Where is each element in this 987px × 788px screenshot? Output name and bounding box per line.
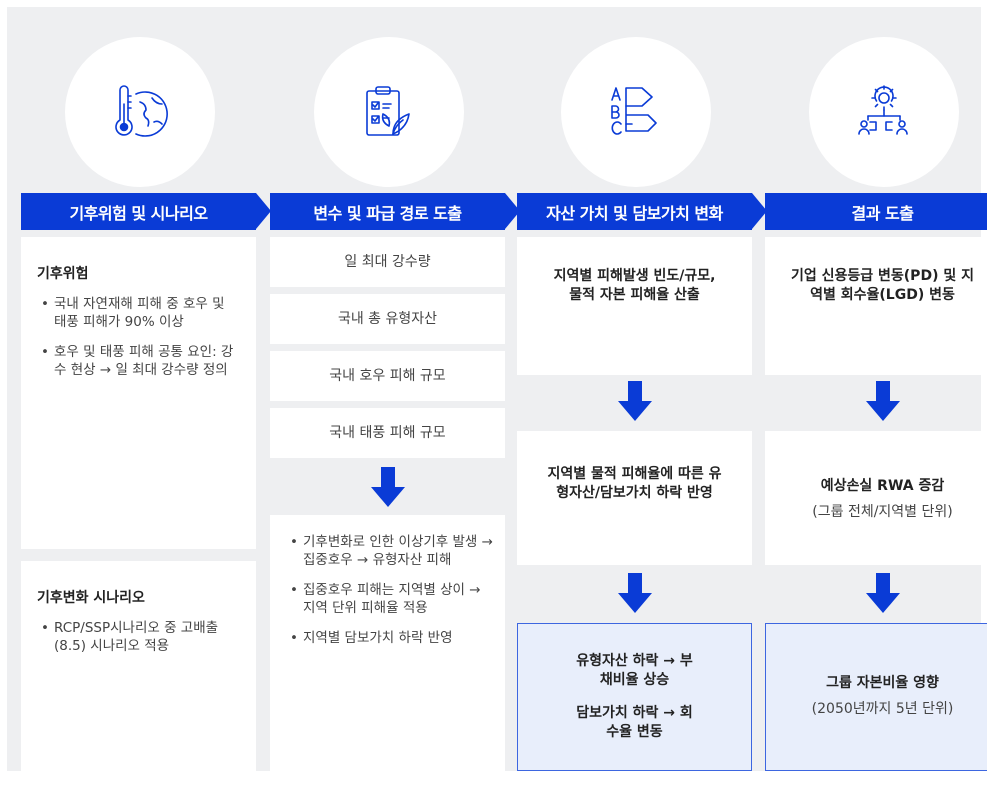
asset-step-1-box: 지역별 피해발생 빈도/규모, 물적 자본 피해율 산출 [517, 237, 752, 375]
variable-item: 국내 호우 피해 규모 [270, 351, 505, 401]
climate-risk-bullets: 국내 자연재해 피해 중 호우 및 태풍 피해가 90% 이상 호우 및 태풍 … [41, 295, 241, 391]
variable-item: 국내 총 유형자산 [270, 294, 505, 344]
column-results: 결과 도출 기업 신용등급 변동(PD) 및 지역별 회수율(LGD) 변동 예… [765, 7, 987, 771]
down-arrow-icon [866, 381, 900, 421]
down-arrow-icon [866, 573, 900, 613]
variable-item-label: 국내 호우 피해 규모 [329, 367, 446, 384]
icon-circle [809, 37, 959, 187]
thermometer-globe-icon [115, 85, 168, 137]
bullet-item: RCP/SSP시나리오 중 고배출(8.5) 시나리오 적용 [41, 619, 241, 655]
climate-scenario-bullets: RCP/SSP시나리오 중 고배출(8.5) 시나리오 적용 [41, 619, 241, 667]
climate-risk-box: 기후위험 국내 자연재해 피해 중 호우 및 태풍 피해가 90% 이상 호우 … [21, 237, 256, 549]
result-step-2-box: 예상손실 RWA 증감 (그룹 전체/지역별 단위) [765, 431, 987, 565]
asset-step-1-text: 지역별 피해발생 빈도/규모, 물적 자본 피해율 산출 [553, 268, 716, 303]
column-climate-risk: 기후위험 및 시나리오 기후위험 국내 자연재해 피해 중 호우 및 태풍 피해… [21, 7, 271, 771]
bullet-item: 집중호우 피해는 지역별 상이 → 지역 단위 피해율 적용 [290, 581, 495, 617]
down-arrow-icon [618, 381, 652, 421]
header-variables: 변수 및 파급 경로 도출 [270, 193, 520, 230]
box-title-climate-scenario: 기후변화 시나리오 [37, 590, 145, 606]
climate-scenario-box: 기후변화 시나리오 RCP/SSP시나리오 중 고배출(8.5) 시나리오 적용 [21, 561, 256, 771]
asset-step-2-box: 지역별 물적 피해율에 따른 유형자산/담보가치 하락 반영 [517, 431, 752, 565]
header-label: 변수 및 파급 경로 도출 [313, 203, 462, 223]
bullet-item: 호우 및 태풍 피해 공통 요인: 강수 현상 → 일 최대 강수량 정의 [41, 343, 241, 379]
down-arrow-icon [618, 573, 652, 613]
variable-item-label: 국내 태풍 피해 규모 [329, 424, 446, 441]
result-step-1-box: 기업 신용등급 변동(PD) 및 지역별 회수율(LGD) 변동 [765, 237, 987, 375]
header-arrow-tip [505, 193, 520, 229]
icon-circle [561, 37, 711, 187]
icon-circle [314, 37, 464, 187]
result-step-1-text: 기업 신용등급 변동(PD) 및 지역별 회수율(LGD) 변동 [791, 268, 974, 303]
variable-item-label: 일 최대 강수량 [344, 253, 431, 270]
variable-item: 일 최대 강수량 [270, 237, 505, 287]
header-label: 자산 가치 및 담보가치 변화 [546, 203, 723, 223]
variable-item: 국내 태풍 피해 규모 [270, 408, 505, 458]
result-step-3-sub: (2050년까지 5년 단위) [811, 701, 954, 717]
icon-circle [65, 37, 215, 187]
pathway-bullets: 기후변화로 인한 이상기후 발생 → 집중호우 → 유형자산 피해 집중호우 피… [290, 533, 495, 659]
asset-step-3a-text: 유형자산 하락 → 부채비율 상승 [576, 653, 693, 688]
asset-step-3-box: 유형자산 하락 → 부채비율 상승 담보가치 하락 → 회수율 변동 [517, 623, 752, 771]
result-step-2-title: 예상손실 RWA 증감 [820, 478, 945, 494]
asset-step-2-text: 지역별 물적 피해율에 따른 유형자산/담보가치 하락 반영 [547, 466, 722, 501]
result-step-3-title: 그룹 자본비율 영향 [826, 675, 939, 691]
abc-rating-icon [611, 87, 657, 135]
variable-item-label: 국내 총 유형자산 [337, 310, 438, 327]
pathway-box: 기후변화로 인한 이상기후 발생 → 집중호우 → 유형자산 피해 집중호우 피… [270, 515, 505, 771]
bullet-item: 지역별 담보가치 하락 반영 [290, 629, 495, 647]
down-arrow-icon [371, 467, 405, 507]
gear-org-chart-icon [858, 85, 908, 135]
box-title-climate-risk: 기후위험 [37, 266, 89, 282]
result-step-3-box: 그룹 자본비율 영향 (2050년까지 5년 단위) [765, 623, 987, 771]
header-label: 기후위험 및 시나리오 [69, 203, 208, 223]
column-asset-value: 자산 가치 및 담보가치 변화 지역별 피해발생 빈도/규모, 물적 자본 피해… [517, 7, 767, 771]
header-arrow-tip [256, 193, 271, 229]
header-asset-value: 자산 가치 및 담보가치 변화 [517, 193, 767, 230]
header-arrow-tip [752, 193, 767, 229]
clipboard-leaf-icon [366, 86, 410, 136]
asset-step-3b-text: 담보가치 하락 → 회수율 변동 [576, 705, 693, 740]
header-results: 결과 도출 [765, 193, 987, 230]
result-step-2-sub: (그룹 전체/지역별 단위) [812, 504, 953, 520]
header-climate-risk: 기후위험 및 시나리오 [21, 193, 271, 230]
bullet-item: 국내 자연재해 피해 중 호우 및 태풍 피해가 90% 이상 [41, 295, 241, 331]
header-label: 결과 도출 [851, 203, 914, 223]
process-diagram: 기후위험 및 시나리오 기후위험 국내 자연재해 피해 중 호우 및 태풍 피해… [7, 7, 987, 771]
bullet-item: 기후변화로 인한 이상기후 발생 → 집중호우 → 유형자산 피해 [290, 533, 495, 569]
column-variables: 변수 및 파급 경로 도출 일 최대 강수량 국내 총 유형자산 국내 호우 피… [270, 7, 520, 771]
